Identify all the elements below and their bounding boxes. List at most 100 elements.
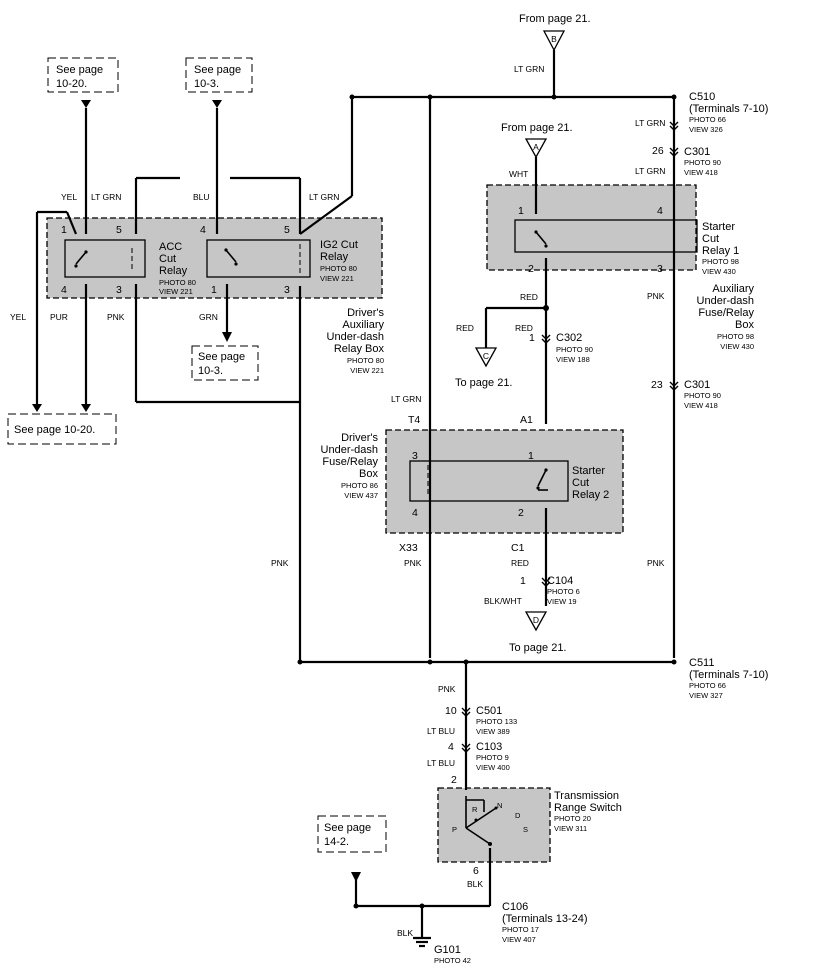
switch-internals [465, 796, 498, 846]
svg-text:GRN: GRN [199, 312, 218, 322]
svg-text:C1: C1 [511, 542, 525, 554]
svg-text:1: 1 [211, 284, 217, 296]
svg-text:1: 1 [520, 575, 526, 587]
svg-text:Fuse/Relay: Fuse/Relay [322, 456, 378, 468]
svg-text:VIEW 400: VIEW 400 [476, 763, 510, 772]
svg-text:PHOTO 90: PHOTO 90 [684, 391, 721, 400]
svg-text:See page: See page [56, 64, 103, 76]
svg-text:YEL: YEL [61, 192, 77, 202]
svg-text:LT BLU: LT BLU [427, 726, 455, 736]
svg-text:1: 1 [61, 224, 67, 236]
svg-text:LT GRN: LT GRN [91, 192, 121, 202]
svg-text:RED: RED [456, 323, 474, 333]
svg-text:VIEW 221: VIEW 221 [320, 274, 354, 283]
svg-text:PHOTO 90: PHOTO 90 [684, 158, 721, 167]
connector-c103: 4 C103 PHOTO 9 VIEW 400 [448, 741, 510, 772]
connector-c301-bottom: 23 C301 PHOTO 90 VIEW 418 [651, 379, 721, 410]
offpage-c[interactable]: C [474, 347, 498, 368]
svg-text:Driver's: Driver's [341, 432, 378, 444]
svg-text:Auxiliary: Auxiliary [342, 319, 384, 331]
svg-text:10: 10 [445, 705, 457, 717]
svg-text:See page 10-20.: See page 10-20. [14, 424, 95, 436]
svg-text:Starter: Starter [702, 221, 735, 233]
svg-text:B: B [551, 34, 557, 44]
svg-text:PHOTO 80: PHOTO 80 [159, 278, 196, 287]
svg-text:YEL: YEL [10, 312, 26, 322]
svg-text:4: 4 [412, 507, 418, 519]
svg-text:VIEW 407: VIEW 407 [502, 935, 536, 944]
svg-text:PHOTO 98: PHOTO 98 [717, 332, 754, 341]
svg-text:VIEW 389: VIEW 389 [476, 727, 510, 736]
svg-text:(Terminals 7-10): (Terminals 7-10) [689, 103, 768, 115]
svg-text:4: 4 [448, 741, 454, 753]
svg-text:BLK: BLK [467, 879, 483, 889]
connector-c104: 1 C104 PHOTO 6 VIEW 19 [520, 575, 580, 606]
svg-text:(Terminals 13-24): (Terminals 13-24) [502, 913, 588, 925]
svg-text:WHT: WHT [509, 169, 528, 179]
svg-text:C511: C511 [689, 657, 714, 669]
svg-text:Relay: Relay [159, 265, 188, 277]
svg-text:C510: C510 [689, 91, 715, 103]
svg-text:LT GRN: LT GRN [309, 192, 339, 202]
svg-text:Relay: Relay [320, 251, 349, 263]
starter-cut-relay-1 [514, 219, 698, 253]
see-page-10-20-bottom[interactable]: See page 10-20. [7, 413, 117, 445]
svg-text:1: 1 [518, 205, 524, 217]
aux-fuse-box-labels: Auxiliary Under-dash Fuse/Relay Box PHOT… [697, 283, 755, 351]
svg-text:C106: C106 [502, 901, 528, 913]
wires [35, 50, 676, 938]
svg-text:5: 5 [284, 224, 290, 236]
svg-text:C301: C301 [684, 379, 710, 391]
svg-text:Range Switch: Range Switch [554, 802, 622, 814]
svg-text:C: C [483, 351, 489, 361]
svg-text:Cut: Cut [159, 253, 176, 265]
svg-text:PHOTO 90: PHOTO 90 [556, 345, 593, 354]
svg-text:1: 1 [528, 450, 534, 462]
connector-c301-top: 26 C301 PHOTO 90 VIEW 418 [652, 145, 721, 177]
auxiliary-fuse-relay-box [486, 184, 697, 271]
svg-text:BLK: BLK [397, 928, 413, 938]
see-page-10-3-mid[interactable]: See page 10-3. [191, 345, 259, 381]
wire-color-labels: YEL LT GRN BLU LT GRN YEL PUR PNK GRN LT… [10, 64, 665, 938]
svg-text:N: N [497, 801, 502, 810]
svg-text:2: 2 [518, 507, 524, 519]
svg-text:(Terminals 7-10): (Terminals 7-10) [689, 669, 768, 681]
svg-text:LT GRN: LT GRN [635, 166, 665, 176]
connector-chevrons [461, 121, 679, 753]
svg-text:PNK: PNK [438, 684, 456, 694]
svg-text:10-20.: 10-20. [56, 78, 87, 90]
see-page-10-20-top[interactable]: See page 10-20. [47, 57, 119, 93]
svg-text:C302: C302 [556, 332, 582, 344]
svg-text:Starter: Starter [572, 465, 605, 477]
svg-text:VIEW 430: VIEW 430 [702, 267, 736, 276]
svg-text:D: D [515, 811, 521, 820]
svg-text:PHOTO 66: PHOTO 66 [689, 681, 726, 690]
svg-text:C501: C501 [476, 705, 502, 717]
svg-text:BLU: BLU [193, 192, 210, 202]
svg-text:4: 4 [200, 224, 206, 236]
svg-text:PNK: PNK [647, 291, 665, 301]
offpage-d[interactable]: D [524, 611, 548, 632]
svg-text:3: 3 [116, 284, 122, 296]
offpage-b[interactable]: B [542, 30, 566, 52]
svg-text:Fuse/Relay: Fuse/Relay [698, 307, 754, 319]
svg-text:G101: G101 [434, 944, 461, 956]
svg-text:VIEW 430: VIEW 430 [720, 342, 754, 351]
svg-text:2: 2 [451, 774, 457, 786]
drivers-fuse-relay-box [385, 429, 624, 534]
svg-text:VIEW 311: VIEW 311 [554, 824, 587, 833]
driver-aux-box-labels: Driver's Auxiliary Under-dash Relay Box … [327, 307, 385, 375]
svg-text:VIEW 221: VIEW 221 [159, 287, 193, 296]
ig2-cut-relay [206, 239, 311, 278]
svg-text:C301: C301 [684, 146, 710, 158]
offpage-a[interactable]: A [524, 138, 548, 159]
svg-text:PUR: PUR [50, 312, 68, 322]
svg-text:4: 4 [657, 205, 663, 217]
svg-text:10-3.: 10-3. [198, 365, 223, 377]
see-page-10-3-top[interactable]: See page 10-3. [185, 57, 253, 93]
svg-text:Cut: Cut [702, 233, 719, 245]
see-page-14-2[interactable]: See page 14-2. [317, 815, 387, 853]
svg-text:S: S [523, 825, 528, 834]
svg-text:PNK: PNK [647, 558, 665, 568]
svg-text:23: 23 [651, 379, 663, 391]
